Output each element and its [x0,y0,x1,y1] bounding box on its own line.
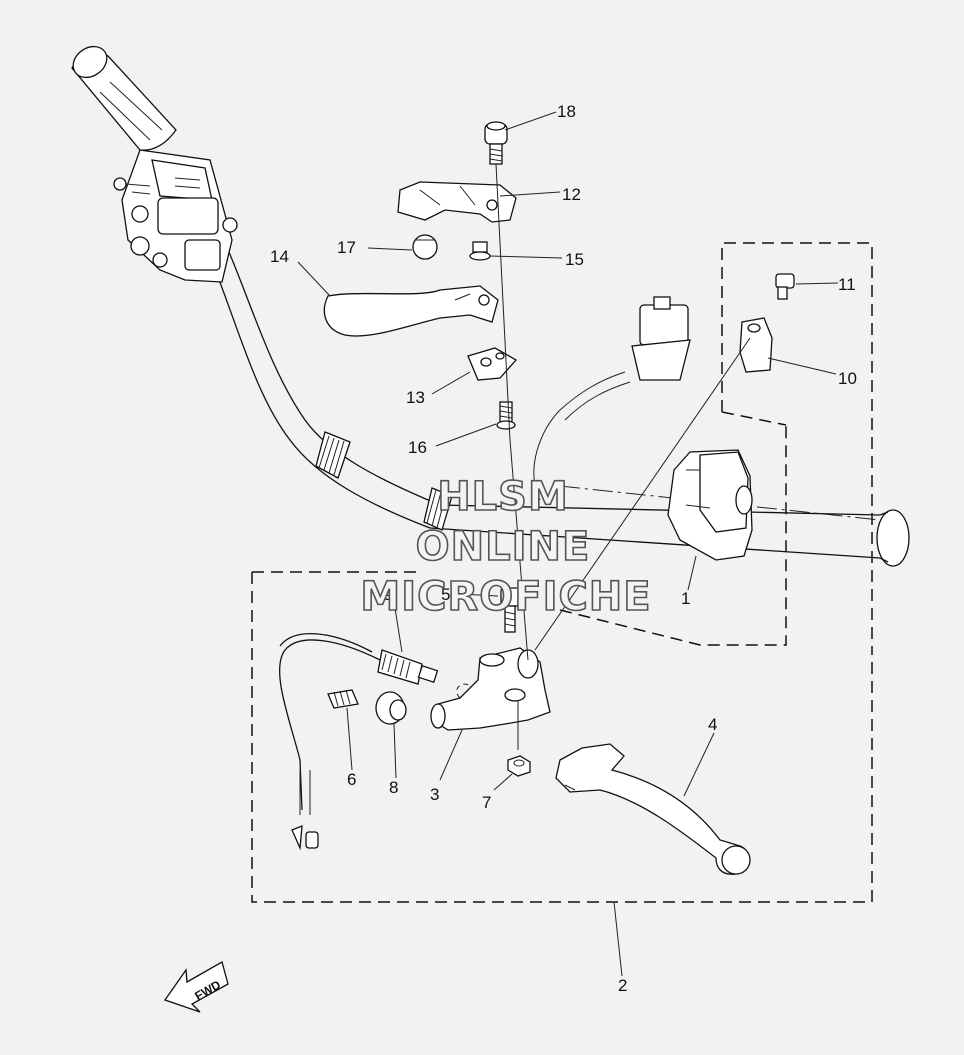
watermark-line-2: ONLINE [416,524,591,570]
callout-1: 1 [681,589,690,608]
callout-labels: 1 2 3 4 5 6 7 8 9 10 11 12 13 14 15 16 1… [270,102,857,995]
adjuster-screw-6 [327,689,359,709]
callout-12: 12 [562,185,581,204]
callout-7: 7 [482,793,491,812]
callout-16: 16 [408,438,427,457]
screw-16 [496,401,516,430]
clutch-lever-4 [555,743,751,875]
bolt-5 [500,587,520,633]
callout-18: 18 [557,102,576,121]
lock-nut-8 [375,691,407,725]
master-cylinder [113,149,238,283]
handlebar-switch-1 [667,449,753,561]
callout-2: 2 [618,976,627,995]
callout-11: 11 [838,275,856,294]
fwd-arrow-icon: FWD [163,961,229,1013]
hot-start-holder-12 [397,181,517,223]
callout-17: 17 [337,238,356,257]
bar-knurl [315,431,453,531]
callout-5: 5 [441,585,450,604]
assembly-outline-2 [251,425,873,903]
watermark-line-3: MICROFICHE [360,574,651,620]
hot-start-lever-14 [323,285,499,337]
callout-6: 6 [347,770,356,789]
clutch-cable [278,633,381,851]
handlebar [71,45,910,567]
assembly-outline-10-11 [721,242,873,652]
callout-9: 9 [383,585,392,604]
bolt-18 [484,121,508,165]
lever-holder-3 [430,647,551,731]
wire-connector [533,296,691,501]
cap-17 [412,234,438,260]
callout-15: 15 [565,250,584,269]
leader-lines [297,111,839,977]
holder-13 [467,347,518,381]
bolt-15 [469,241,491,261]
callout-14: 14 [270,247,289,266]
cable-adjuster-9 [377,649,439,685]
watermark-line-1: HLSM [437,474,569,520]
callout-13: 13 [406,388,425,407]
screw-11 [775,273,795,300]
callout-8: 8 [389,778,398,797]
nut-7 [507,755,531,777]
watermark: HLSM ONLINE MICROFICHE [360,473,652,621]
callout-10: 10 [838,369,857,388]
callout-3: 3 [430,785,439,804]
callout-4: 4 [708,715,717,734]
